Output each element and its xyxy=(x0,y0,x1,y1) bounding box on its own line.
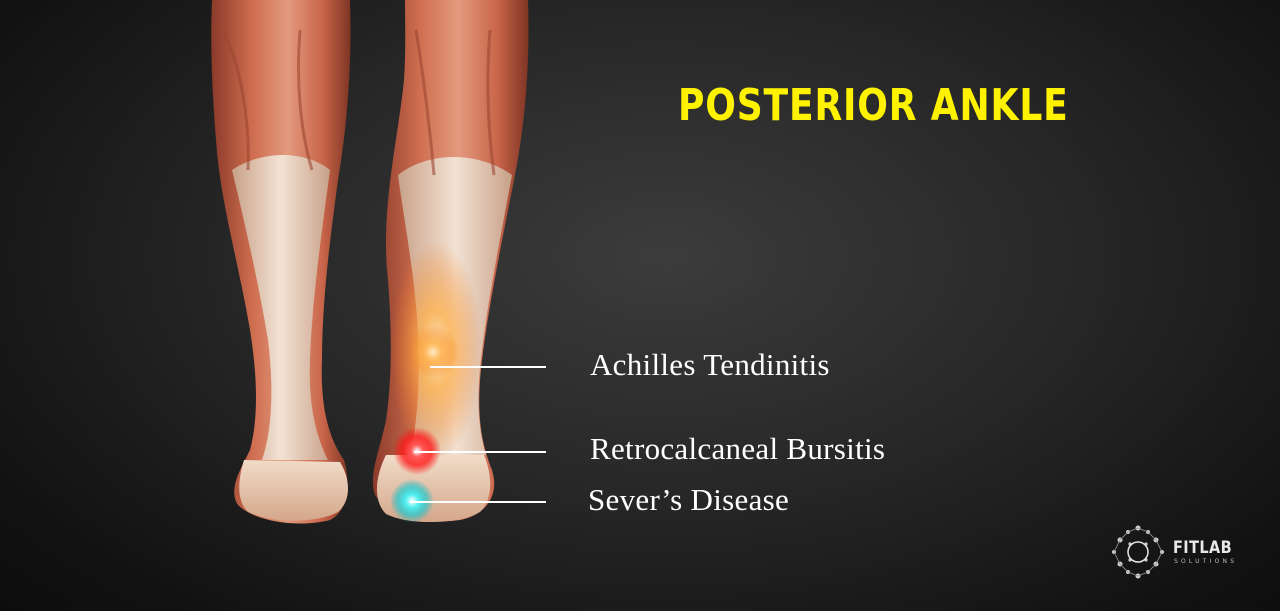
logo-tagline: SOLUTIONS xyxy=(1174,558,1238,565)
fitlab-logo: FITLAB SOLUTIONS xyxy=(1108,522,1258,582)
achilles-leader-line xyxy=(430,366,546,368)
achilles-tendinitis-marker xyxy=(407,326,459,378)
retrocalcaneal-bursitis-label: Retrocalcaneal Bursitis xyxy=(590,431,886,466)
page-title: POSTERIOR ANKLE xyxy=(678,80,1069,131)
bursitis-leader-line xyxy=(414,451,546,453)
network-dots-icon xyxy=(1112,525,1164,579)
severs-leader-line xyxy=(410,501,546,503)
achilles-tendinitis-label: Achilles Tendinitis xyxy=(590,347,830,382)
posterior-leg-anatomy-illustration xyxy=(211,0,529,524)
left-leg xyxy=(211,0,351,524)
severs-disease-label: Sever’s Disease xyxy=(588,482,790,517)
logo-brand: FITLAB xyxy=(1173,538,1233,558)
